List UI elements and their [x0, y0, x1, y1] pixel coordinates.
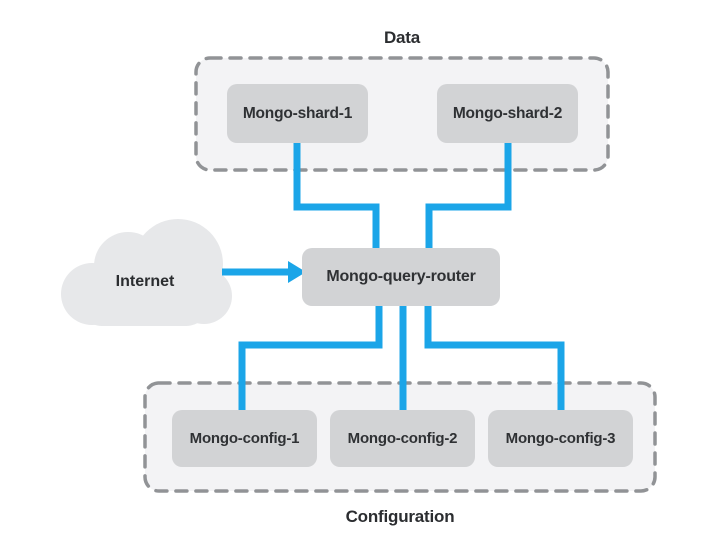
edge-internet-to-router-arrow — [222, 261, 306, 283]
edge-shard2-to-router — [425, 140, 512, 250]
node-mongo-config-1: Mongo-config-1 — [172, 410, 317, 467]
node-mongo-config-3: Mongo-config-3 — [488, 410, 633, 467]
node-mongo-query-router: Mongo-query-router — [302, 248, 500, 306]
configuration-group-label: Configuration — [345, 507, 455, 526]
edge-router-to-config1 — [238, 304, 383, 412]
edge-router-to-config3 — [424, 304, 565, 412]
node-mongo-config-2: Mongo-config-2 — [330, 410, 475, 467]
node-mongo-shard-2: Mongo-shard-2 — [437, 84, 578, 143]
internet-cloud-icon — [61, 219, 232, 326]
internet-node-label: Internet — [115, 273, 175, 290]
edge-shard1-to-router — [293, 140, 380, 250]
arrowhead-icon — [288, 261, 306, 283]
data-group-label: Data — [383, 28, 421, 47]
node-mongo-shard-1: Mongo-shard-1 — [227, 84, 368, 143]
